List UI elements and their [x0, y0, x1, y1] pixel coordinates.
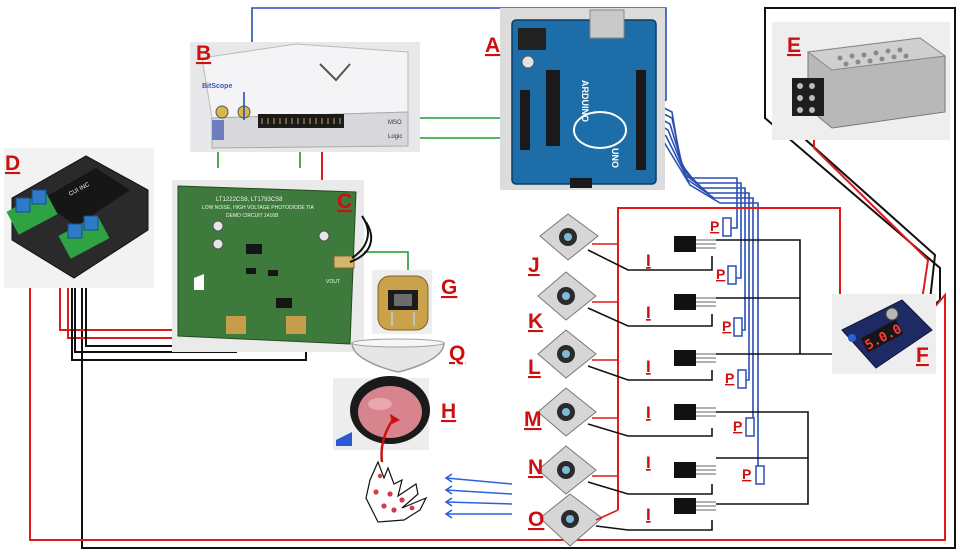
component-a-arduino: ARDUINO UNO [500, 8, 665, 190]
hand-illustration [365, 460, 513, 523]
led-column [537, 213, 603, 547]
led-k [537, 271, 597, 321]
label-q: Q [449, 342, 465, 365]
component-c-tia-demo-board: LT1222CS8, LT1793CS8 LOW NOISE, HIGH VOL… [172, 180, 373, 352]
label-p-2: P [716, 266, 725, 282]
led-wiring [587, 243, 713, 531]
component-q-lens [351, 338, 445, 373]
label-n: N [528, 456, 543, 479]
board-line2: LOW NOISE, HIGH VOLTAGE PHOTODIODE TIA [202, 205, 315, 211]
label-p-4: P [725, 370, 734, 386]
board-line1: LT1222CS8, LT1793CS8 [216, 197, 283, 203]
label-p-5: P [733, 418, 742, 434]
bnc-connector-icon [215, 105, 229, 119]
component-g-photodiode [372, 270, 432, 334]
label-p-6: P [742, 466, 751, 482]
led-n [537, 445, 597, 495]
outer-red-loop [29, 258, 946, 541]
label-c: C [337, 190, 352, 213]
psu-red-lead [813, 115, 930, 319]
label-k: K [528, 310, 543, 333]
scope-tag: MSO [388, 120, 402, 126]
label-g: G [441, 276, 457, 299]
psu-black-lead [805, 115, 937, 319]
transistor-column [674, 217, 840, 514]
label-i-5: I [646, 453, 651, 472]
label-e: E [787, 34, 801, 57]
label-h: H [441, 400, 456, 423]
label-j: J [528, 254, 540, 277]
led-o [539, 493, 603, 547]
label-a: A [485, 34, 500, 57]
led-l [537, 329, 597, 379]
label-p-1: P [710, 218, 719, 234]
outer-black-loop [81, 7, 956, 549]
resistors-p [722, 217, 765, 485]
component-h-filter [333, 376, 430, 463]
label-b: B [196, 42, 211, 65]
label-p-3: P [722, 318, 731, 334]
scope-logic: Logic [388, 134, 402, 140]
arduino-model: UNO [610, 148, 620, 168]
component-f-buck-converter: 5.0.0 [832, 294, 936, 374]
arduino-brand: ARDUINO [580, 80, 590, 122]
component-b-oscilloscope: BitScope MSO Logic [190, 42, 420, 152]
component-d-dcdc-converter: CUI INC [4, 148, 154, 288]
scope-brand: BitScope [202, 83, 232, 90]
label-o: O [528, 508, 544, 531]
label-i-2: I [646, 303, 651, 322]
board-line3: DEMO CIRCUIT 1416B [226, 213, 279, 219]
label-l: L [528, 356, 541, 379]
board-vout: VOUT [326, 279, 340, 285]
label-i-1: I [646, 251, 651, 270]
label-d: D [5, 152, 20, 175]
led-j [539, 213, 599, 261]
label-m: M [524, 408, 542, 431]
led-m [537, 387, 597, 437]
transistors [674, 236, 696, 514]
light-arrows [444, 473, 513, 519]
label-i-6: I [646, 505, 651, 524]
label-i-3: I [646, 357, 651, 376]
label-f: F [916, 344, 929, 367]
label-i-4: I [646, 403, 651, 422]
component-e-power-supply [772, 22, 950, 140]
